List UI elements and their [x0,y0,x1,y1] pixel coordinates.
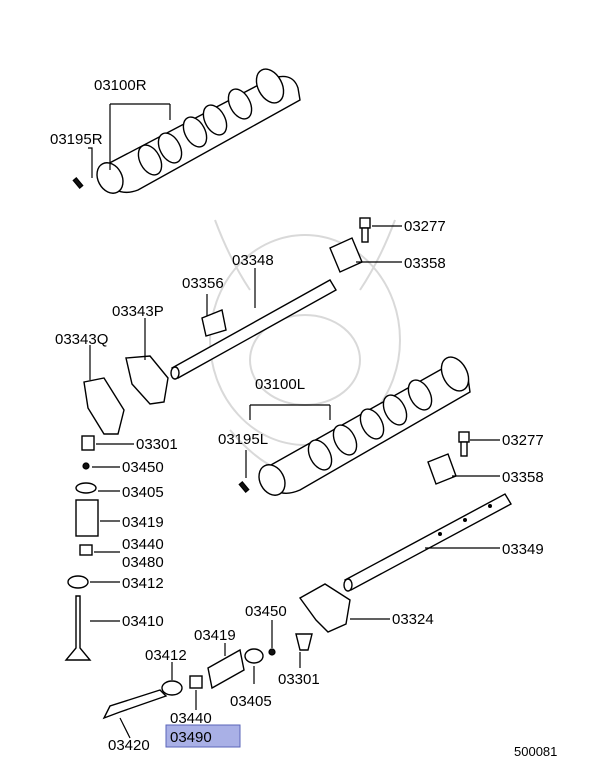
rocker-arm-q [83,377,125,435]
dowel-pin-right [72,177,84,189]
label-03343p: 03343P [112,303,164,320]
rocker-shaft-upper [170,279,337,380]
label-03324: 03324 [392,611,434,628]
valve-stack-left [64,435,99,661]
spring-clip [201,309,227,337]
label-03412-left: 03412 [122,575,164,592]
valve-stack-right [102,633,313,720]
label-03301-right: 03301 [278,671,320,688]
label-03440-right: 03440 [170,710,212,727]
rocker-shaft-lower [343,493,512,592]
label-03419-left: 03419 [122,514,164,531]
label-03412-right: 03412 [145,647,187,664]
label-03358-upper: 03358 [404,255,446,272]
label-03450-right: 03450 [245,603,287,620]
label-03480: 03480 [122,554,164,571]
label-03100r: 03100R [94,77,147,94]
bolt-upper [359,217,371,243]
label-03277-lower: 03277 [502,432,544,449]
highlight-03490 [165,724,241,748]
label-03356: 03356 [182,275,224,292]
label-03301-left: 03301 [136,436,178,453]
label-03100l: 03100L [255,376,305,393]
cap-upper [329,237,363,273]
camshaft-left [258,356,471,496]
label-03440-left: 03440 [122,536,164,553]
label-03419-right: 03419 [194,627,236,644]
leader-lines [88,103,500,739]
label-03195r: 03195R [50,131,103,148]
rocker-arm-lower [298,583,351,633]
label-03405-right: 03405 [230,693,272,710]
diagram-code: 500081 [514,744,557,759]
cap-lower [427,453,457,485]
label-03358-lower: 03358 [502,469,544,486]
label-03410: 03410 [122,613,164,630]
label-03420: 03420 [108,737,150,754]
label-03348: 03348 [232,252,274,269]
rocker-arm-p [125,355,169,405]
part-labels: 03100R 03195R 03277 03358 03348 03356 03… [50,77,557,759]
camshaft-right [96,68,301,194]
bolt-lower [458,431,470,457]
label-03277-upper: 03277 [404,218,446,235]
label-03349: 03349 [502,541,544,558]
dowel-pin-left [238,481,250,493]
label-03195l: 03195L [218,431,268,448]
label-03405-left: 03405 [122,484,164,501]
label-03450-left: 03450 [122,459,164,476]
label-03343q: 03343Q [55,331,108,348]
label-03490: 03490 [170,729,212,746]
